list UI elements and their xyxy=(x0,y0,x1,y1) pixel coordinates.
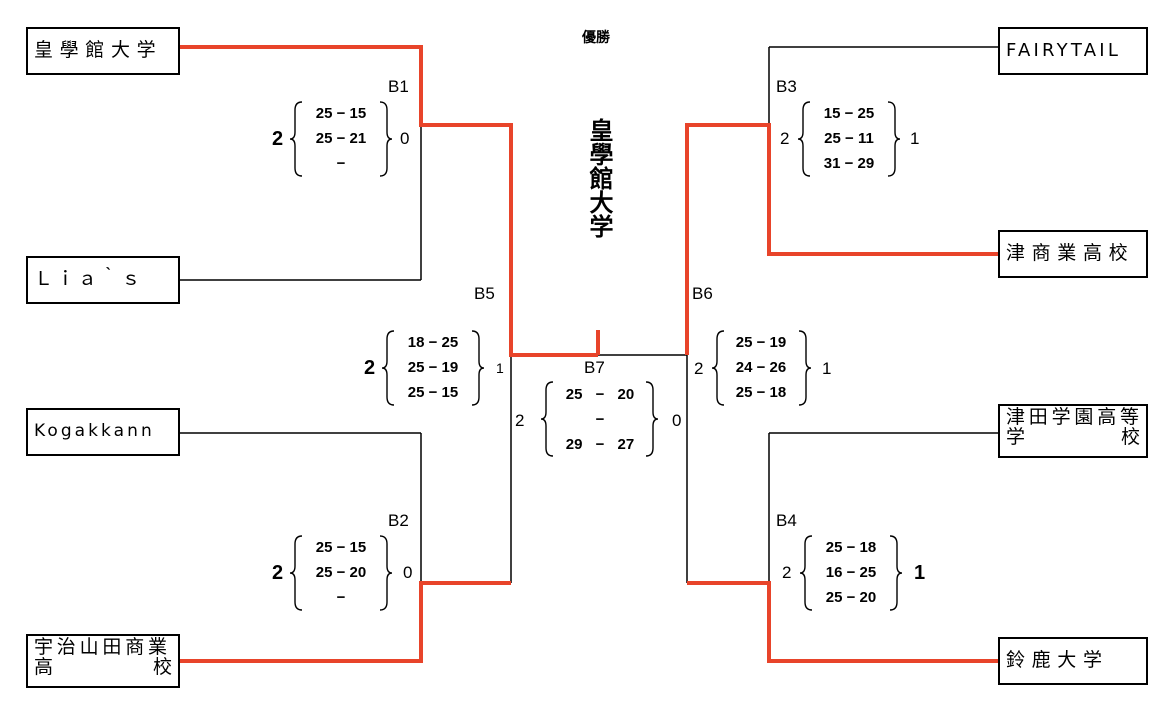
champion-name: 皇學館大学 xyxy=(585,118,613,238)
set-score: 25 − 11 xyxy=(824,130,874,147)
b6-left-brace xyxy=(712,330,725,406)
b5-right-brace xyxy=(471,330,484,406)
set-score: 15 − 25 xyxy=(823,105,875,122)
set-score: 25 − 20 xyxy=(315,564,367,581)
match-b2-left-sets: 2 xyxy=(272,562,284,584)
b1-right-brace xyxy=(379,101,392,177)
team-fairytail: FAIRYTAIL xyxy=(998,27,1148,75)
team-kogakkann: Kogakkann xyxy=(26,408,180,456)
match-b1-scores: 25 − 15 25 − 21 − xyxy=(304,101,378,176)
set-score: 25 − 19 xyxy=(407,359,459,376)
match-b3-scores: 15 − 25 25 − 11 31 − 29 xyxy=(812,101,886,176)
match-b5-right-sets: 1 xyxy=(496,360,504,376)
match-b7-scores: 25 − 20 − 29 − 27 xyxy=(555,382,645,457)
match-b6-label: B6 xyxy=(692,284,713,303)
team-lias: Ｌｉａ｀ｓ xyxy=(26,256,180,304)
match-b3-label: B3 xyxy=(776,77,797,96)
set-score: 25 − 15 xyxy=(315,539,367,556)
set-score: 25 − 21 xyxy=(315,130,367,147)
match-b2-scores: 25 − 15 25 − 20 − xyxy=(304,535,378,610)
set-score: 31 − 29 xyxy=(823,155,875,172)
b1-left-brace xyxy=(290,101,303,177)
team-name-line2a: 学 xyxy=(1006,425,1026,448)
b3-left-brace xyxy=(798,101,811,177)
match-b5-scores: 18 − 25 25 − 19 25 − 15 xyxy=(396,330,470,405)
match-b4-right-sets: 1 xyxy=(914,562,926,584)
b5-left-brace xyxy=(382,330,395,406)
team-name: 皇學館大学 xyxy=(34,39,163,62)
set-score: 29 − 27 xyxy=(565,436,635,453)
match-b7-right-sets: 0 xyxy=(672,411,682,430)
b4-left-brace xyxy=(800,535,813,611)
set-score: 24 − 26 xyxy=(735,359,787,376)
b2-right-brace xyxy=(379,535,392,611)
set-score: − xyxy=(336,589,346,606)
set-score: 18 − 25 xyxy=(407,334,459,351)
title-label: 優勝 xyxy=(582,30,610,46)
set-score: 25 − 20 xyxy=(825,589,877,606)
set-score: − xyxy=(595,411,605,428)
match-b2-label: B2 xyxy=(388,511,409,530)
match-b1-right-sets: 0 xyxy=(400,129,410,148)
match-b4-left-sets: 2 xyxy=(782,563,792,582)
team-name: Ｌｉａ｀ｓ xyxy=(34,268,144,291)
set-score: 25 − 18 xyxy=(825,539,877,556)
match-b3-right-sets: 1 xyxy=(910,129,920,148)
set-score: 25 − 18 xyxy=(735,384,787,401)
team-name-line2b: 校 xyxy=(152,655,172,678)
set-score: 25 − 15 xyxy=(407,384,459,401)
match-b1-left-sets: 2 xyxy=(272,128,284,150)
bracket-black-lines xyxy=(180,46,998,583)
winner-path-lines xyxy=(180,45,998,663)
team-tsu-shogyo: 津商業高校 xyxy=(998,230,1148,278)
set-score: 25 − 20 xyxy=(565,386,635,403)
match-b7-left-sets: 2 xyxy=(515,411,525,430)
match-b6-right-sets: 1 xyxy=(822,359,832,378)
team-tsuda-gakuen: 津田学園高等 学 校 xyxy=(998,404,1148,458)
b4-right-brace xyxy=(889,535,902,611)
team-name-line1: 津田学園高等 xyxy=(1006,406,1143,428)
team-name: 鈴鹿大学 xyxy=(1006,649,1109,672)
b2-left-brace xyxy=(290,535,303,611)
b7-left-brace xyxy=(541,381,554,457)
team-suzuka: 鈴鹿大学 xyxy=(998,637,1148,685)
b7-right-brace xyxy=(645,381,658,457)
match-b2-right-sets: 0 xyxy=(403,563,413,582)
match-b6-left-sets: 2 xyxy=(694,359,704,378)
team-kogakkan-univ: 皇學館大学 xyxy=(26,27,180,75)
match-b3-left-sets: 2 xyxy=(780,129,790,148)
match-b5-left-sets: 2 xyxy=(364,357,376,379)
b6-right-brace xyxy=(798,330,811,406)
match-b4-scores: 25 − 18 16 − 25 25 − 20 xyxy=(814,535,888,610)
team-name: 津商業高校 xyxy=(1006,242,1135,265)
b3-right-brace xyxy=(887,101,900,177)
set-score: 25 − 15 xyxy=(315,105,367,122)
team-name-line2b: 校 xyxy=(1120,425,1140,448)
team-name: FAIRYTAIL xyxy=(1006,39,1122,61)
match-b4-label: B4 xyxy=(776,511,797,530)
team-name: Kogakkann xyxy=(34,421,155,442)
set-score: 16 − 25 xyxy=(825,564,877,581)
set-score: − xyxy=(336,155,346,172)
match-b5-label: B5 xyxy=(474,284,495,303)
set-score: 25 − 19 xyxy=(735,334,787,351)
match-b7-label: B7 xyxy=(584,358,605,377)
team-uji-yamada: 宇治山田商業 高 校 xyxy=(26,634,180,688)
match-b6-scores: 25 − 19 24 − 26 25 − 18 xyxy=(724,330,798,405)
team-name-line2a: 高 xyxy=(34,655,54,678)
team-name-line1: 宇治山田商業 xyxy=(34,636,171,658)
match-b1-label: B1 xyxy=(388,77,409,96)
